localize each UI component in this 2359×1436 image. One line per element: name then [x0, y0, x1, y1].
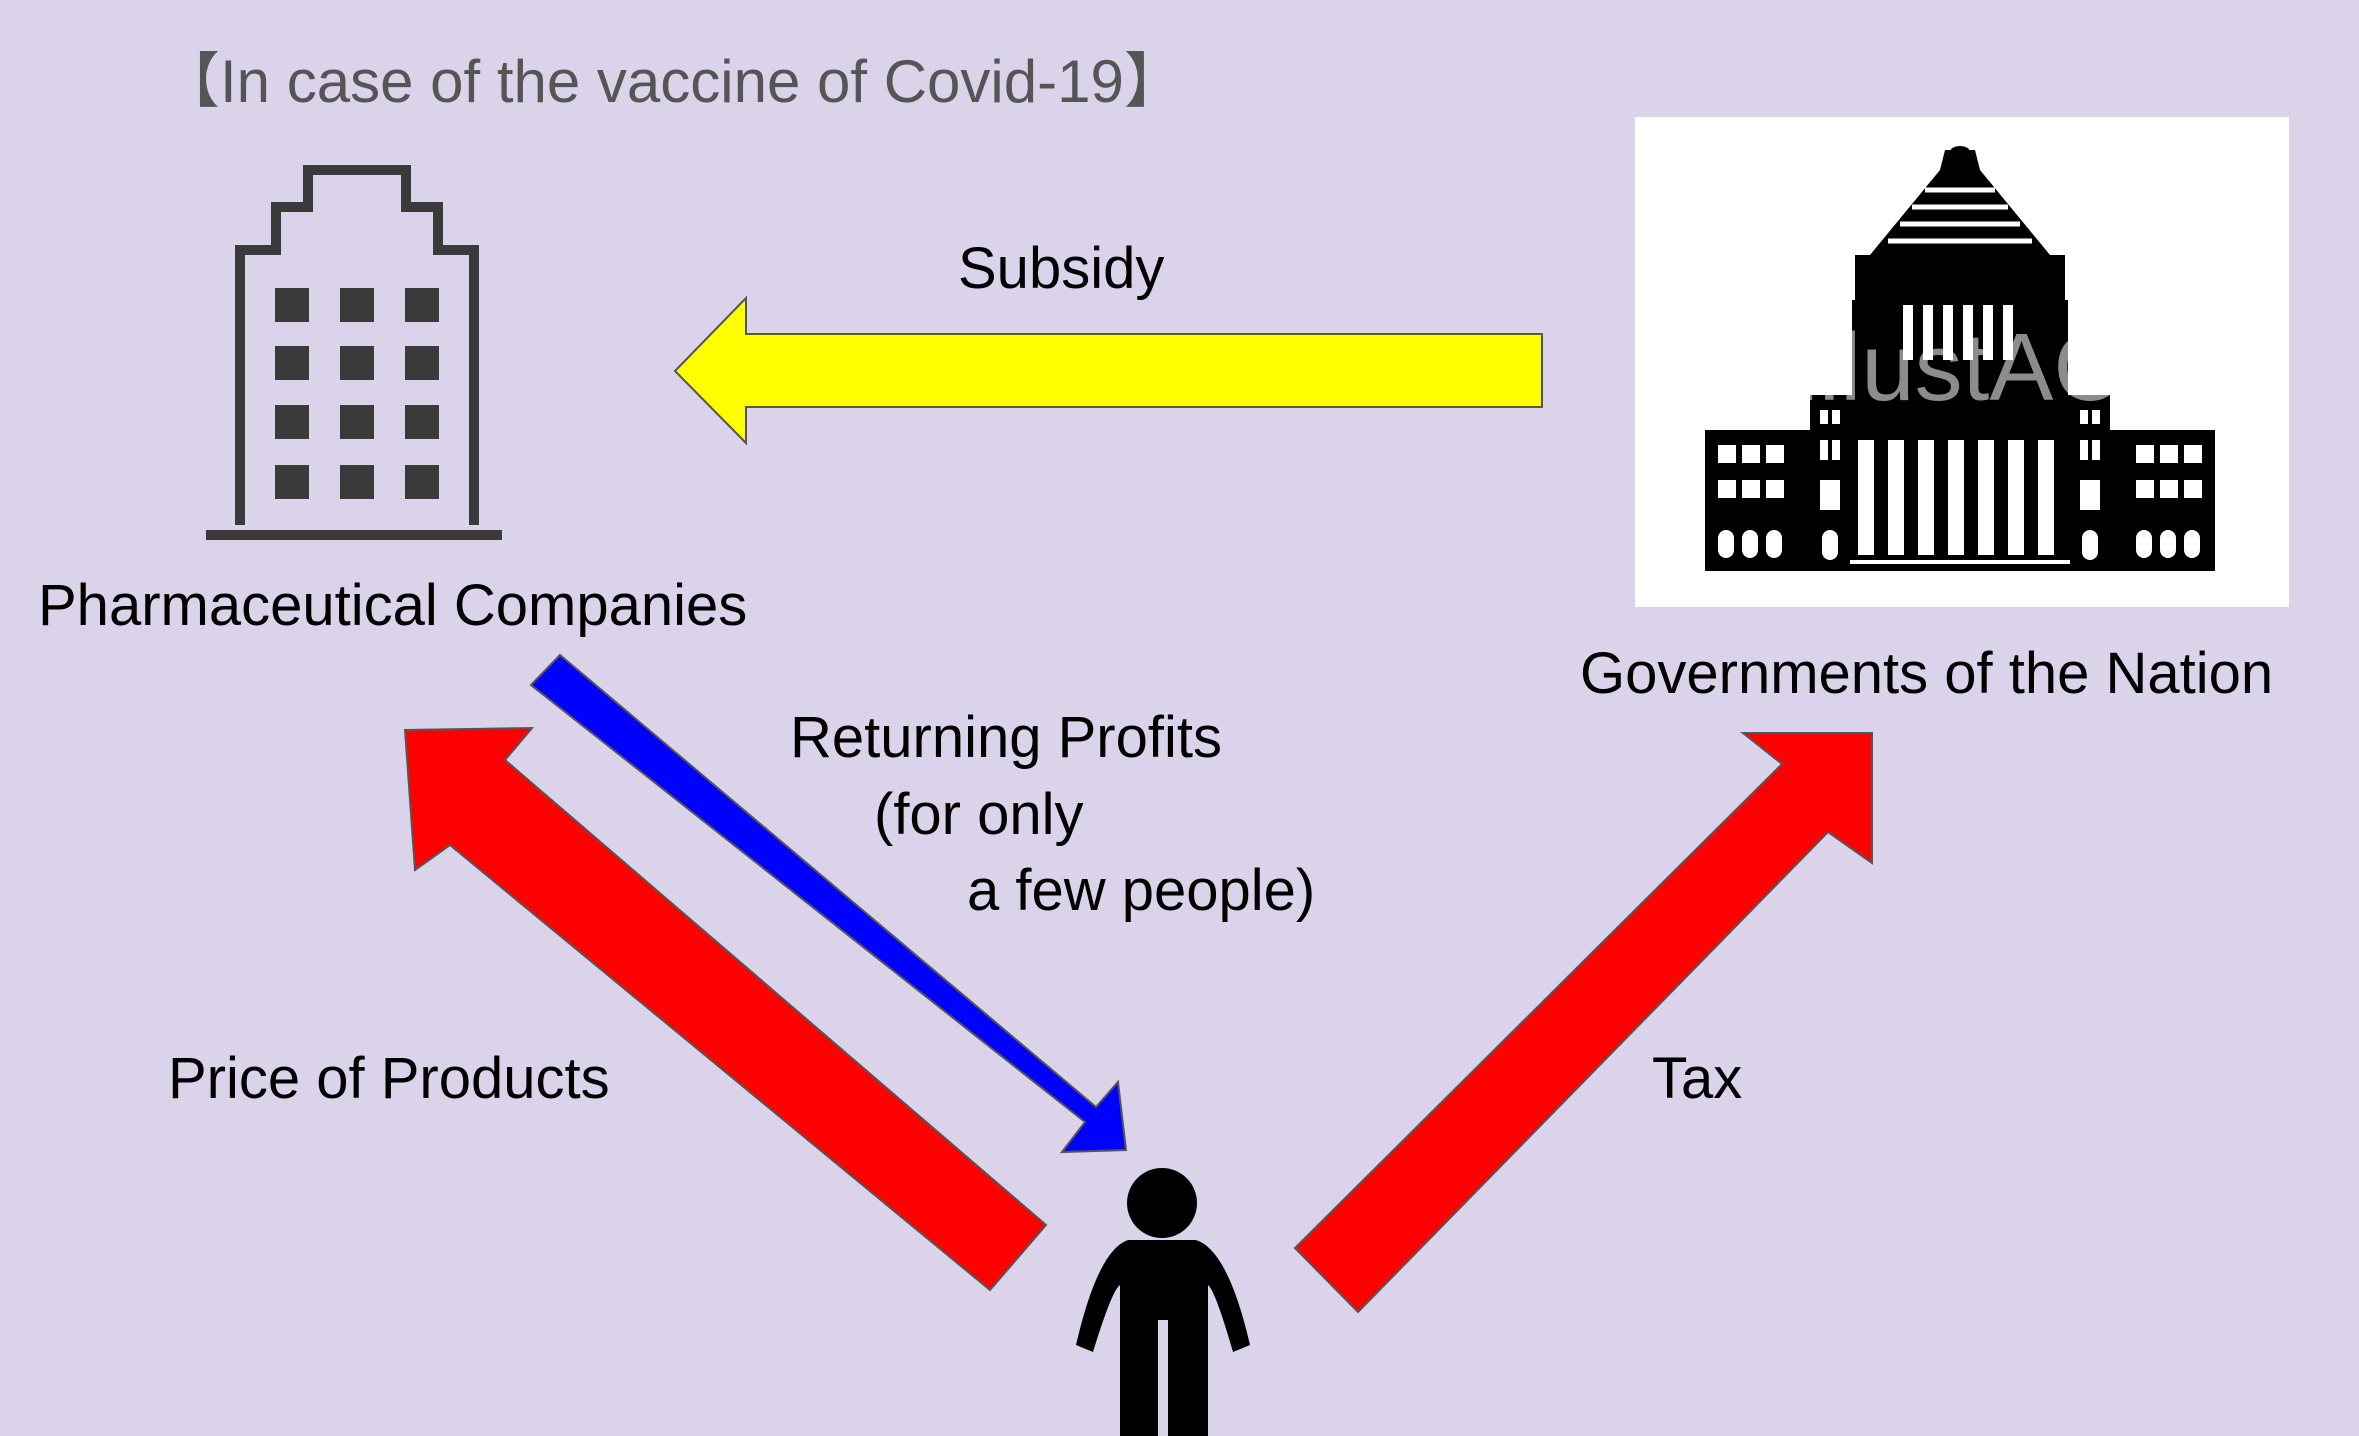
- subsidy-label: Subsidy: [958, 236, 1164, 301]
- price-label: Price of Products: [168, 1046, 610, 1111]
- government-label: Governments of the Nation: [1580, 641, 2273, 706]
- returning-label-line1: Returning Profits: [790, 705, 1222, 770]
- pharma-label: Pharmaceutical Companies: [38, 573, 747, 638]
- office-building-icon: [206, 165, 502, 540]
- tax-label: Tax: [1652, 1046, 1742, 1111]
- returning-profits-arrow: [529, 653, 1128, 1154]
- subsidy-arrow: [673, 295, 1543, 446]
- person-icon: [1076, 1168, 1250, 1436]
- watermark-text: illustAC: [1797, 314, 2122, 421]
- parliament-building-icon: [1705, 146, 2215, 571]
- diagram-title: 【In case of the vaccine of Covid-19】: [160, 48, 1184, 115]
- returning-label-line2: (for only: [874, 782, 1084, 847]
- price-arrow: [403, 726, 1048, 1292]
- tax-arrow: [1293, 732, 1873, 1314]
- returning-label-line3: a few people): [967, 858, 1315, 923]
